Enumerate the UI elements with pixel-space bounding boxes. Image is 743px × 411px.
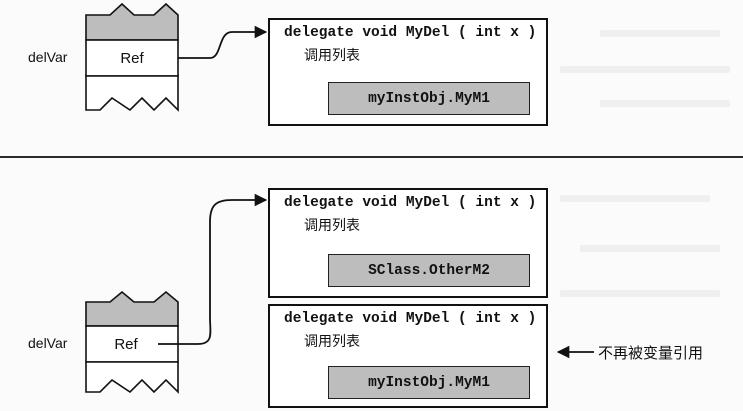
delegate-signature: delegate void MyDel ( int x ) [284,311,537,327]
bottom-variable-lower-shape [85,361,179,394]
delegate-signature: delegate void MyDel ( int x ) [284,25,537,41]
orphan-note: 不再被变量引用 [598,342,703,363]
top-delegate-object: delegate void MyDel ( int x ) 调用列表 myIns… [268,18,548,126]
bottom-variable-header-shape [85,290,179,327]
invocation-list-method: myInstObj.MyM1 [328,366,530,399]
top-ref-label: Ref [120,49,144,67]
invocation-list-label: 调用列表 [304,217,360,233]
invocation-list-label: 调用列表 [304,333,360,349]
bottom-variable-block [85,290,179,394]
top-variable-header-shape [85,2,179,41]
invocation-list-method: SClass.OtherM2 [328,254,530,287]
bottom-variable-label: delVar [28,335,68,351]
top-variable-block [85,2,179,112]
invocation-list-method: myInstObj.MyM1 [328,82,530,115]
bottom-ref-label: Ref [114,335,138,353]
bottom-reference-arrow [158,193,268,345]
top-variable-lower-shape [85,75,179,112]
top-reference-arrow [178,25,268,59]
section-divider [0,156,743,158]
bottom-new-delegate-object: delegate void MyDel ( int x ) 调用列表 SClas… [268,188,548,298]
delegate-signature: delegate void MyDel ( int x ) [284,195,537,211]
top-variable-label: delVar [28,49,68,65]
bottom-old-delegate-object: delegate void MyDel ( int x ) 调用列表 myIns… [268,304,548,408]
invocation-list-label: 调用列表 [304,47,360,63]
orphan-note-text: 不再被变量引用 [598,345,704,362]
